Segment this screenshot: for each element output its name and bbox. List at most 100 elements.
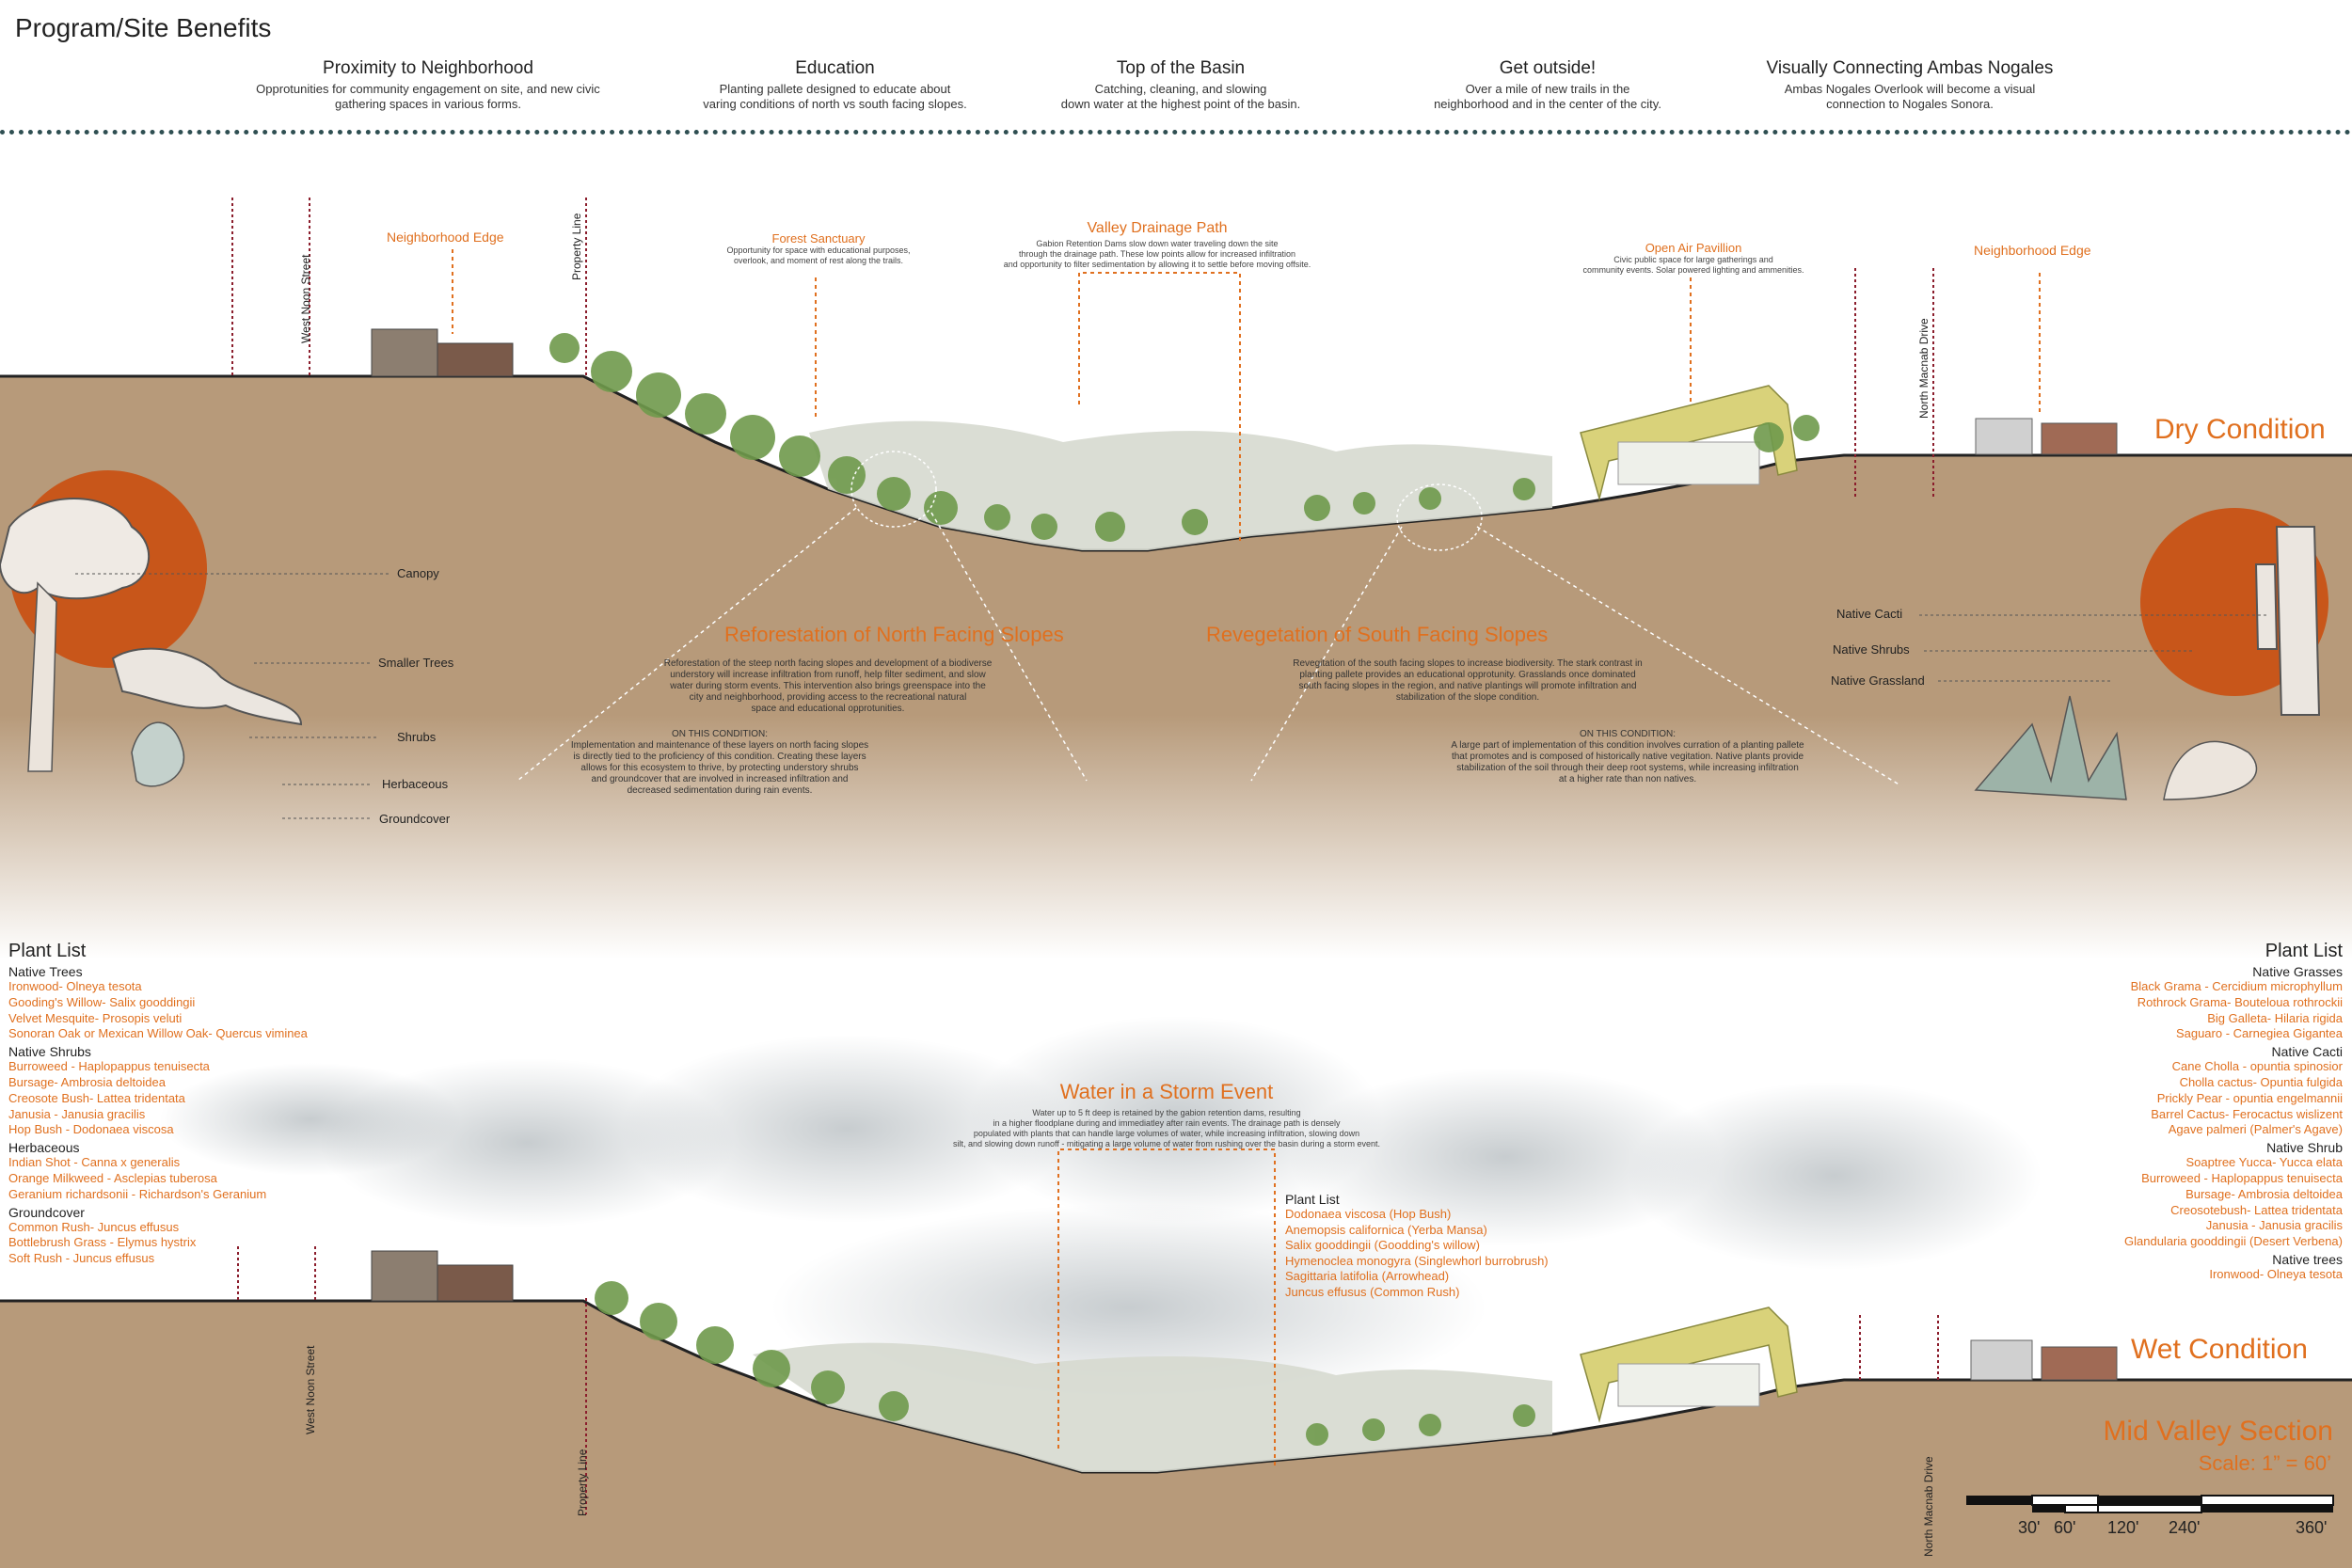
wet-house-right [1970,1339,2033,1381]
pavilion-desc-line: community events. Solar powered lighting… [1582,265,1804,275]
plant-item: Soaptree Yucca- Yucca elata [2185,1155,2343,1170]
forest-desc-line: Opportunity for space with educational p… [726,245,911,255]
storm-callout: Water in a Storm Event Water up to 5 ft … [950,1080,1383,1149]
storm-clouds [160,1016,2042,1411]
south-slope-callout-circle [1396,483,1483,551]
plant-item: Velvet Mesquite- Prosopis veluti [8,1010,183,1025]
layer-native-shrubs: Native Shrubs [1833,642,1910,657]
layer-groundcover: Groundcover [379,812,451,826]
south-title: Revegetation of South Facing Slopes [1206,623,1549,646]
south-p1-line: stabilization of the slope condition. [1395,692,1540,703]
north-p2-line: Implementation and maintenance of these … [570,740,869,751]
north-p1-line: Reforestation of the steep north facing … [663,658,993,669]
scale-tick-120: 120' [2107,1518,2139,1537]
plant-item: Black Grama - Cercidium microphyllum [2130,979,2343,993]
storm-plant-list-title: Plant List [1285,1192,1340,1207]
south-cond-label: ON THIS CONDITION: [1579,729,1677,739]
plant-item: Hop Bush - Dodonaea viscosa [8,1122,174,1137]
scale-tick-240: 240' [2169,1518,2201,1537]
agave-shape [1974,695,2127,800]
plant-group-head: Native Cacti [2271,1044,2343,1060]
storm-title: Water in a Storm Event [1059,1080,1274,1103]
benefit-desc-line: Planting pallete designed to educate abo… [719,82,951,96]
plant-item: Janusia - Janusia gracilis [2205,1218,2343,1233]
scale-subtitle: Scale: 1” = 60’ [2198,1451,2331,1475]
benefit-desc-line: gathering spaces in various forms. [335,97,521,111]
scale-bar [1966,1495,2334,1513]
benefit-visual-connection: Visually Connecting Ambas Nogales Ambas … [1745,58,2074,112]
benefit-top-of-basin: Top of the Basin Catching, cleaning, and… [1025,58,1336,112]
plant-item: Rothrock Grama- Bouteloua rothrockii [2137,994,2343,1009]
benefit-desc-line: Over a mile of new trails in the [1465,82,1630,96]
benefit-title: Top of the Basin [1116,58,1246,78]
benefit-get-outside: Get outside! Over a mile of new trails i… [1392,58,1703,112]
storm-bracket [1057,1148,1276,1467]
plant-item: Bursage- Ambrosia deltoidea [2185,1186,2343,1201]
benefit-education: Education Planting pallete designed to e… [659,58,1011,112]
layer-smaller-trees: Smaller Trees [378,656,454,670]
section-divider [0,130,2352,135]
benefit-title: Proximity to Neighborhood [323,58,533,78]
scale-tick-360: 360' [2296,1518,2328,1537]
dry-ground-solid [0,376,2352,715]
plant-group-head: Native Shrubs [8,1044,91,1060]
dry-street-right-label: North Macnab Drive [1917,318,1931,419]
storm-plant-list: Plant List Dodonaea viscosa (Hop Bush) A… [1285,1190,1549,1300]
wet-house-right-2 [2041,1346,2118,1381]
south-p2-line: that promotes and is composed of histori… [1451,752,1804,762]
plant-item: Sonoran Oak or Mexican Willow Oak- Querc… [8,1026,308,1041]
north-body: Reforestation of the steep north facing … [621,658,1035,715]
north-p1-line: space and educational opprotunities. [751,704,905,714]
shrub-shape [131,721,184,787]
plant-item: Agave palmeri (Palmer's Agave) [2168,1122,2343,1137]
wet-property-line-label: Property Line [576,1449,589,1516]
pavilion-title: Open Air Pavillion [1645,241,1742,255]
drainage-title: Valley Drainage Path [1087,220,1228,236]
plant-item: Gooding's Willow- Salix gooddingii [8,994,196,1009]
north-cond-label: ON THIS CONDITION: [671,729,769,739]
plant-item: Ironwood- Olneya tesota [8,979,142,993]
plant-list-title: Plant List [8,941,87,961]
north-slope-trees [549,333,1535,542]
forest-title: Forest Sanctuary [771,231,866,245]
benefit-proximity: Proximity to Neighborhood Opprotunities … [216,58,640,112]
plant-item: Barrel Cactus- Ferocactus wislizent [2151,1106,2343,1121]
north-p2-line: and groundcover that are involved in inc… [591,774,849,784]
plant-item: Geranium richardsonii - Richardson's Ger… [8,1186,267,1201]
wet-condition-label: Wet Condition [2131,1334,2308,1365]
benefit-desc-line: Opprotunities for community engagement o… [256,82,600,96]
benefit-title: Get outside! [1499,58,1597,78]
storm-desc-line: populated with plants that can handle la… [973,1129,1360,1138]
wet-street-left-label: West Noon Street [304,1345,317,1435]
scale-tick-30: 30' [2018,1518,2041,1537]
plant-item: Burroweed - Haplopappus tenuisecta [8,1059,210,1074]
storm-desc-line: silt, and slowing down runoff - mitigati… [952,1139,1381,1148]
drainage-callout: Valley Drainage Path Gabion Retention Da… [997,220,1317,270]
benefit-desc-line: Ambas Nogales Overlook will become a vis… [1784,82,2036,96]
north-title: Reforestation of North Facing Slopes [724,623,1064,646]
north-p2-line: allows for this ecosystem to thrive, by … [580,763,859,773]
north-p1-line: city and neighborhood, providing access … [689,692,967,703]
drainage-desc-line: and opportunity to filter sedimentation … [1003,260,1311,269]
plant-item: Cane Cholla - opuntia spinosior [2171,1059,2343,1074]
scale-tick-60: 60' [2054,1518,2076,1537]
saguaro-shape [2275,526,2321,716]
north-p2-line: is directly tied to the proficiency of t… [573,752,866,762]
small-tree-shape [111,647,303,726]
dry-ground-fade [0,715,2352,959]
plant-item: Glandularia gooddingii (Desert Verbena) [2124,1234,2343,1249]
north-p1-line: water during storm events. This interven… [670,681,986,691]
drainage-desc-line: through the drainage path. These low poi… [1018,249,1295,259]
edge-left-label: Neighborhood Edge [387,230,504,245]
plant-item: Prickly Pear - opuntia engelmannii [2156,1090,2343,1105]
saguaro-arm [2254,563,2279,650]
benefit-title: Visually Connecting Ambas Nogales [1766,58,2054,78]
layer-shrubs: Shrubs [397,730,437,744]
dry-section [0,198,2352,959]
layer-canopy: Canopy [397,566,439,580]
south-p2-line: A large part of implementation of this c… [1451,740,1804,751]
plant-group-head: Native Trees [8,964,83,979]
plant-item: Juncus effusus (Common Rush) [1285,1284,1460,1299]
benefit-title: Education [795,58,875,78]
